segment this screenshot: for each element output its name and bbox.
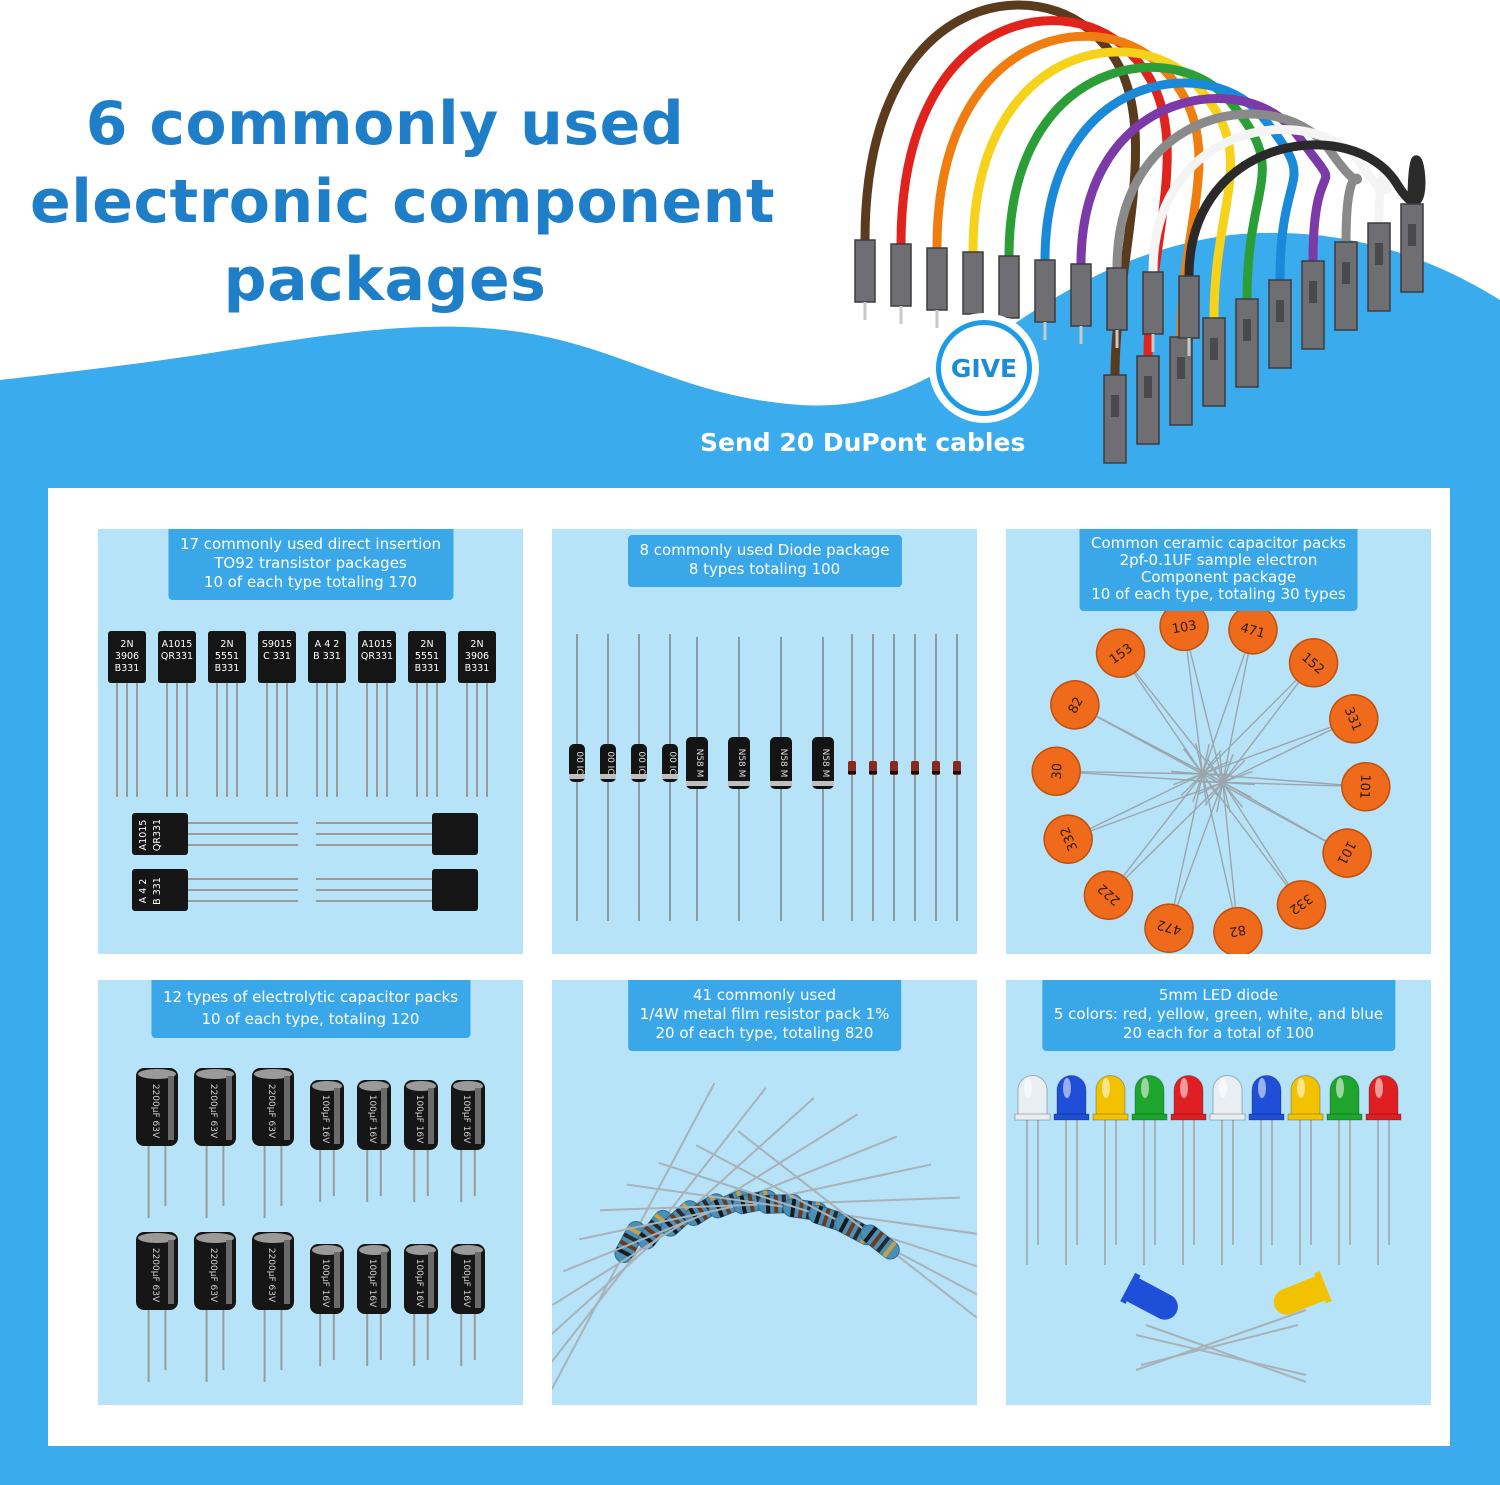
svg-text:S9015: S9015 (262, 639, 292, 650)
svg-text:00 IC: 00 IC (636, 751, 646, 774)
svg-text:2N: 2N (220, 639, 233, 650)
svg-text:2N: 2N (470, 639, 483, 650)
svg-text:82: 82 (1066, 695, 1087, 717)
caption-line: 10 of each type totaling 170 (203, 573, 418, 591)
panel-resistor: 41 commonly used 1/4W metal film resisto… (552, 980, 977, 1405)
svg-text:2N: 2N (120, 639, 133, 650)
headline: 6 commonly used electronic component pac… (30, 85, 776, 319)
svg-text:471: 471 (1239, 621, 1267, 642)
svg-text:00 IC: 00 IC (574, 751, 584, 774)
svg-text:QR331: QR331 (152, 819, 163, 851)
electrolytic-illustration: 2200µF 63V 2200µF 63V 2200µF 63V 100µF 16V 1… (136, 1068, 485, 1382)
headline-line-2: electronic component (30, 167, 776, 237)
svg-text:A1015: A1015 (162, 639, 193, 650)
caption-line: 5 colors: red, yellow, green, white, and… (1053, 1005, 1384, 1023)
svg-text:100µF 16V: 100µF 16V (461, 1259, 471, 1308)
svg-text:100µF 16V: 100µF 16V (320, 1095, 330, 1144)
svg-text:N58 M: N58 M (778, 749, 788, 778)
diode-illustration: 00 IC 00 IC 00 IC 00 IC N58 M N58 M N58 M N58 M (569, 634, 961, 921)
panel-led-caption: 5mm LED diode 5 colors: red, yellow, gre… (1041, 980, 1396, 1051)
svg-text:2200µF 63V: 2200µF 63V (150, 1248, 160, 1303)
dupont-cables-illustration (854, 0, 1426, 464)
svg-text:5551: 5551 (415, 651, 439, 662)
svg-text:100µF 16V: 100µF 16V (414, 1095, 424, 1144)
svg-text:B331: B331 (415, 663, 440, 674)
svg-text:QR331: QR331 (361, 651, 393, 662)
svg-text:2200µF 63V: 2200µF 63V (266, 1084, 276, 1139)
svg-text:A1015: A1015 (362, 639, 393, 650)
svg-text:30: 30 (1050, 763, 1066, 780)
caption-line: 17 commonly used direct insertion (179, 535, 442, 553)
send-cables-label: Send 20 DuPont cables (700, 428, 1026, 457)
svg-text:A1015: A1015 (138, 820, 149, 851)
svg-text:100µF 16V: 100µF 16V (461, 1095, 471, 1144)
headline-line-3: packages (223, 245, 547, 315)
panel-diode-caption: 8 commonly used Diode package 8 types to… (627, 535, 902, 587)
svg-text:2N: 2N (420, 639, 433, 650)
svg-text:2200µF 63V: 2200µF 63V (266, 1248, 276, 1303)
give-badge-label: GIVE (941, 325, 1027, 411)
svg-text:B 331: B 331 (313, 651, 341, 662)
svg-text:103: 103 (1171, 618, 1198, 637)
svg-text:2200µF 63V: 2200µF 63V (208, 1084, 218, 1139)
caption-line: 2pf-0.1UF sample electron (1119, 551, 1318, 569)
panel-led: 5mm LED diode 5 colors: red, yellow, gre… (1006, 980, 1431, 1405)
svg-text:B331: B331 (465, 663, 490, 674)
panel-diode: 00 IC 00 IC 00 IC 00 IC N58 M N58 M N58 M N58 M… (552, 529, 977, 954)
svg-text:N58 M: N58 M (694, 749, 704, 778)
svg-text:100µF 16V: 100µF 16V (414, 1259, 424, 1308)
svg-text:B331: B331 (215, 663, 240, 674)
svg-text:B331: B331 (115, 663, 140, 674)
svg-text:A 4 2: A 4 2 (315, 639, 340, 650)
svg-text:100µF 16V: 100µF 16V (367, 1259, 377, 1308)
svg-text:B 331: B 331 (152, 877, 163, 905)
panel-transistor-caption: 17 commonly used direct insertion TO92 t… (167, 529, 454, 600)
headline-line-1: 6 commonly used (85, 89, 685, 159)
svg-text:100µF 16V: 100µF 16V (320, 1259, 330, 1308)
svg-text:N58 M: N58 M (736, 749, 746, 778)
caption-line: 10 of each type, totaling 30 types (1091, 585, 1346, 603)
caption-line: 8 commonly used Diode package (639, 541, 890, 559)
svg-text:2200µF 63V: 2200µF 63V (150, 1084, 160, 1139)
caption-line: 41 commonly used (692, 986, 837, 1004)
svg-text:2200µF 63V: 2200µF 63V (208, 1248, 218, 1303)
svg-text:100µF 16V: 100µF 16V (367, 1095, 377, 1144)
svg-text:A 4 2: A 4 2 (138, 879, 149, 904)
caption-line: Common ceramic capacitor packs (1091, 534, 1346, 552)
svg-text:N58 M: N58 M (820, 749, 830, 778)
panel-ceramic-caption: Common ceramic capacitor packs 2pf-0.1UF… (1079, 529, 1358, 611)
svg-text:82: 82 (1228, 921, 1247, 939)
panel-electrolytic: 2200µF 63V 2200µF 63V 2200µF 63V 100µF 16V 1… (98, 980, 523, 1405)
caption-line: 10 of each type, totaling 120 (201, 1010, 420, 1028)
svg-text:472: 472 (1155, 916, 1183, 937)
svg-text:C 331: C 331 (263, 651, 291, 662)
caption-line: Component package (1140, 568, 1297, 586)
caption-line: 12 types of electrolytic capacitor packs (162, 988, 459, 1006)
caption-line: TO92 transistor packages (214, 554, 407, 572)
panel-electrolytic-caption: 12 types of electrolytic capacitor packs… (150, 980, 471, 1038)
caption-line: 5mm LED diode (1158, 986, 1279, 1004)
resistor-illustration (552, 1082, 977, 1402)
caption-line: 8 types totaling 100 (688, 560, 841, 578)
svg-text:101: 101 (1356, 774, 1372, 800)
caption-line: 1/4W metal film resistor pack 1% (639, 1005, 890, 1023)
led-illustration (1014, 1075, 1402, 1383)
svg-text:QR331: QR331 (161, 651, 193, 662)
svg-text:00 IC: 00 IC (605, 751, 615, 774)
svg-text:00 IC: 00 IC (667, 751, 677, 774)
svg-text:3906: 3906 (465, 651, 489, 662)
caption-line: 20 of each type, totaling 820 (655, 1024, 874, 1042)
give-badge: GIVE (929, 313, 1039, 423)
caption-line: 20 each for a total of 100 (1122, 1024, 1315, 1042)
svg-text:5551: 5551 (215, 651, 239, 662)
panel-resistor-caption: 41 commonly used 1/4W metal film resisto… (627, 980, 902, 1051)
svg-text:3906: 3906 (115, 651, 139, 662)
